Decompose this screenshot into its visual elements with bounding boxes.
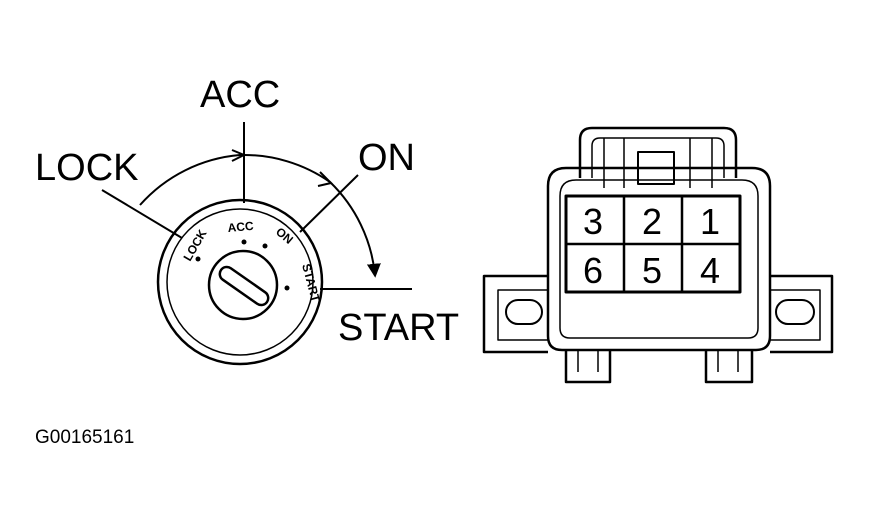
mount-ear-left: [482, 274, 548, 354]
pin-label: 1: [700, 201, 720, 242]
pin-label: 6: [583, 250, 603, 291]
detent-dots: [195, 239, 290, 291]
connector: [482, 126, 834, 384]
label-lock: LOCK: [35, 147, 138, 189]
connector-latch-inner: [591, 137, 725, 178]
pin-label: 3: [583, 201, 603, 242]
leader-on: [299, 174, 359, 233]
connector-housing-inner: [559, 179, 759, 339]
mount-ear-left-inner: [497, 289, 548, 341]
connector-housing: [546, 166, 772, 352]
switch-outer-ring: [156, 198, 324, 366]
label-acc: ACC: [200, 74, 280, 116]
face-label-lock: LOCK: [180, 227, 209, 264]
pin-label: 2: [642, 201, 662, 242]
tab-right: [704, 350, 754, 384]
pin-label: 4: [700, 250, 720, 291]
face-label-on: ON: [273, 225, 296, 247]
rotation-arc: [139, 153, 381, 278]
leader-lock: [101, 189, 183, 239]
key-cylinder: [207, 249, 279, 321]
pin-label: 5: [642, 250, 662, 291]
label-on: ON: [358, 137, 415, 179]
arc-arrow-on: [317, 171, 333, 187]
figure-id: G00165161: [35, 427, 134, 448]
ignition-switch: [101, 122, 412, 366]
mount-hole-right: [775, 299, 815, 325]
tab-left: [564, 350, 612, 384]
face-label-start: START: [299, 262, 323, 304]
mount-ear-right-inner: [770, 289, 821, 341]
mount-hole-left: [505, 299, 543, 325]
label-start: START: [338, 307, 459, 349]
detent-dot-on: [262, 243, 268, 249]
detent-dot-acc: [241, 239, 247, 245]
mount-ear-right: [770, 274, 834, 354]
detent-dot-start: [284, 285, 290, 291]
key-slot-icon: [218, 265, 270, 307]
face-label-acc: ACC: [227, 219, 254, 235]
detent-dot-lock: [195, 256, 201, 262]
switch-inner-ring: [166, 208, 314, 356]
connector-latch: [578, 126, 738, 178]
